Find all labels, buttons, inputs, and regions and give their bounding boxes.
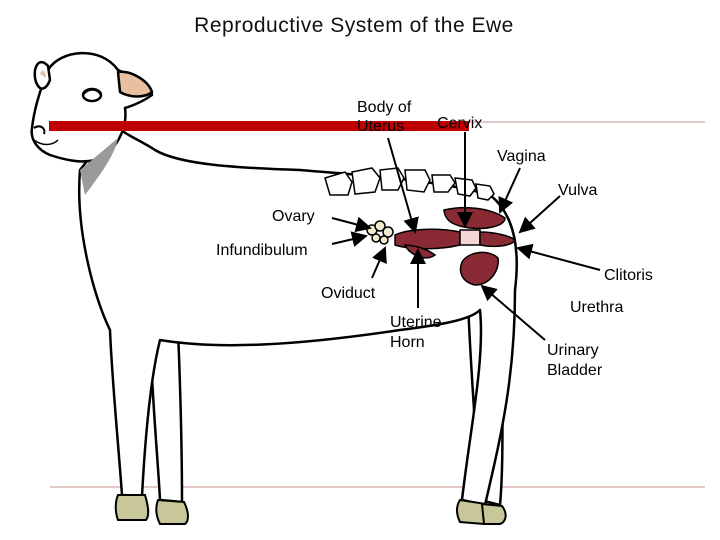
nose bbox=[33, 125, 46, 135]
slide-title: Reproductive System of the Ewe bbox=[194, 14, 514, 37]
red-band bbox=[49, 121, 469, 131]
vulva-organ bbox=[479, 231, 516, 248]
pointer-vulva bbox=[518, 195, 561, 234]
cervix-organ bbox=[459, 229, 481, 246]
pointer-lines bbox=[331, 132, 601, 341]
label-body-of-uterus-line2: Uterus bbox=[357, 118, 405, 135]
hooves bbox=[114, 494, 507, 526]
mouth bbox=[33, 139, 59, 146]
label-ovary: Ovary bbox=[272, 208, 315, 225]
pointer-infundibulum bbox=[331, 231, 368, 247]
hoof-front-right bbox=[155, 498, 189, 525]
pointer-body-of-uterus bbox=[387, 137, 419, 234]
pointer-ovary bbox=[331, 216, 372, 233]
eye-lid bbox=[82, 88, 102, 96]
neck-shadow bbox=[80, 138, 118, 195]
label-body-of-uterus-line1: Body of bbox=[357, 99, 412, 116]
pointer-vagina bbox=[498, 167, 521, 214]
label-urinary-bladder-line1: Urinary bbox=[547, 342, 599, 359]
pointer-clitoris bbox=[516, 243, 601, 271]
label-vulva: Vulva bbox=[558, 182, 598, 199]
pointer-oviduct bbox=[371, 246, 387, 279]
label-urethra: Urethra bbox=[570, 299, 624, 316]
hoof-front-left bbox=[114, 494, 150, 521]
label-urinary-bladder-line2: Bladder bbox=[547, 362, 603, 379]
label-infundibulum: Infundibulum bbox=[216, 242, 308, 259]
label-clitoris: Clitoris bbox=[604, 267, 653, 284]
label-oviduct: Oviduct bbox=[321, 285, 376, 302]
label-uterine-horn-line2: Horn bbox=[390, 334, 425, 351]
hoof-hind-right bbox=[480, 502, 507, 525]
pointer-urinary-bladder bbox=[480, 284, 546, 341]
label-vagina: Vagina bbox=[497, 148, 546, 165]
bladder-organ bbox=[459, 251, 499, 286]
label-cervix: Cervix bbox=[437, 115, 483, 132]
ovary-cluster bbox=[366, 220, 394, 245]
label-uterine-horn-line1: Uterine bbox=[390, 314, 442, 331]
ear-left-inner bbox=[40, 70, 46, 78]
ear-right bbox=[116, 70, 154, 98]
